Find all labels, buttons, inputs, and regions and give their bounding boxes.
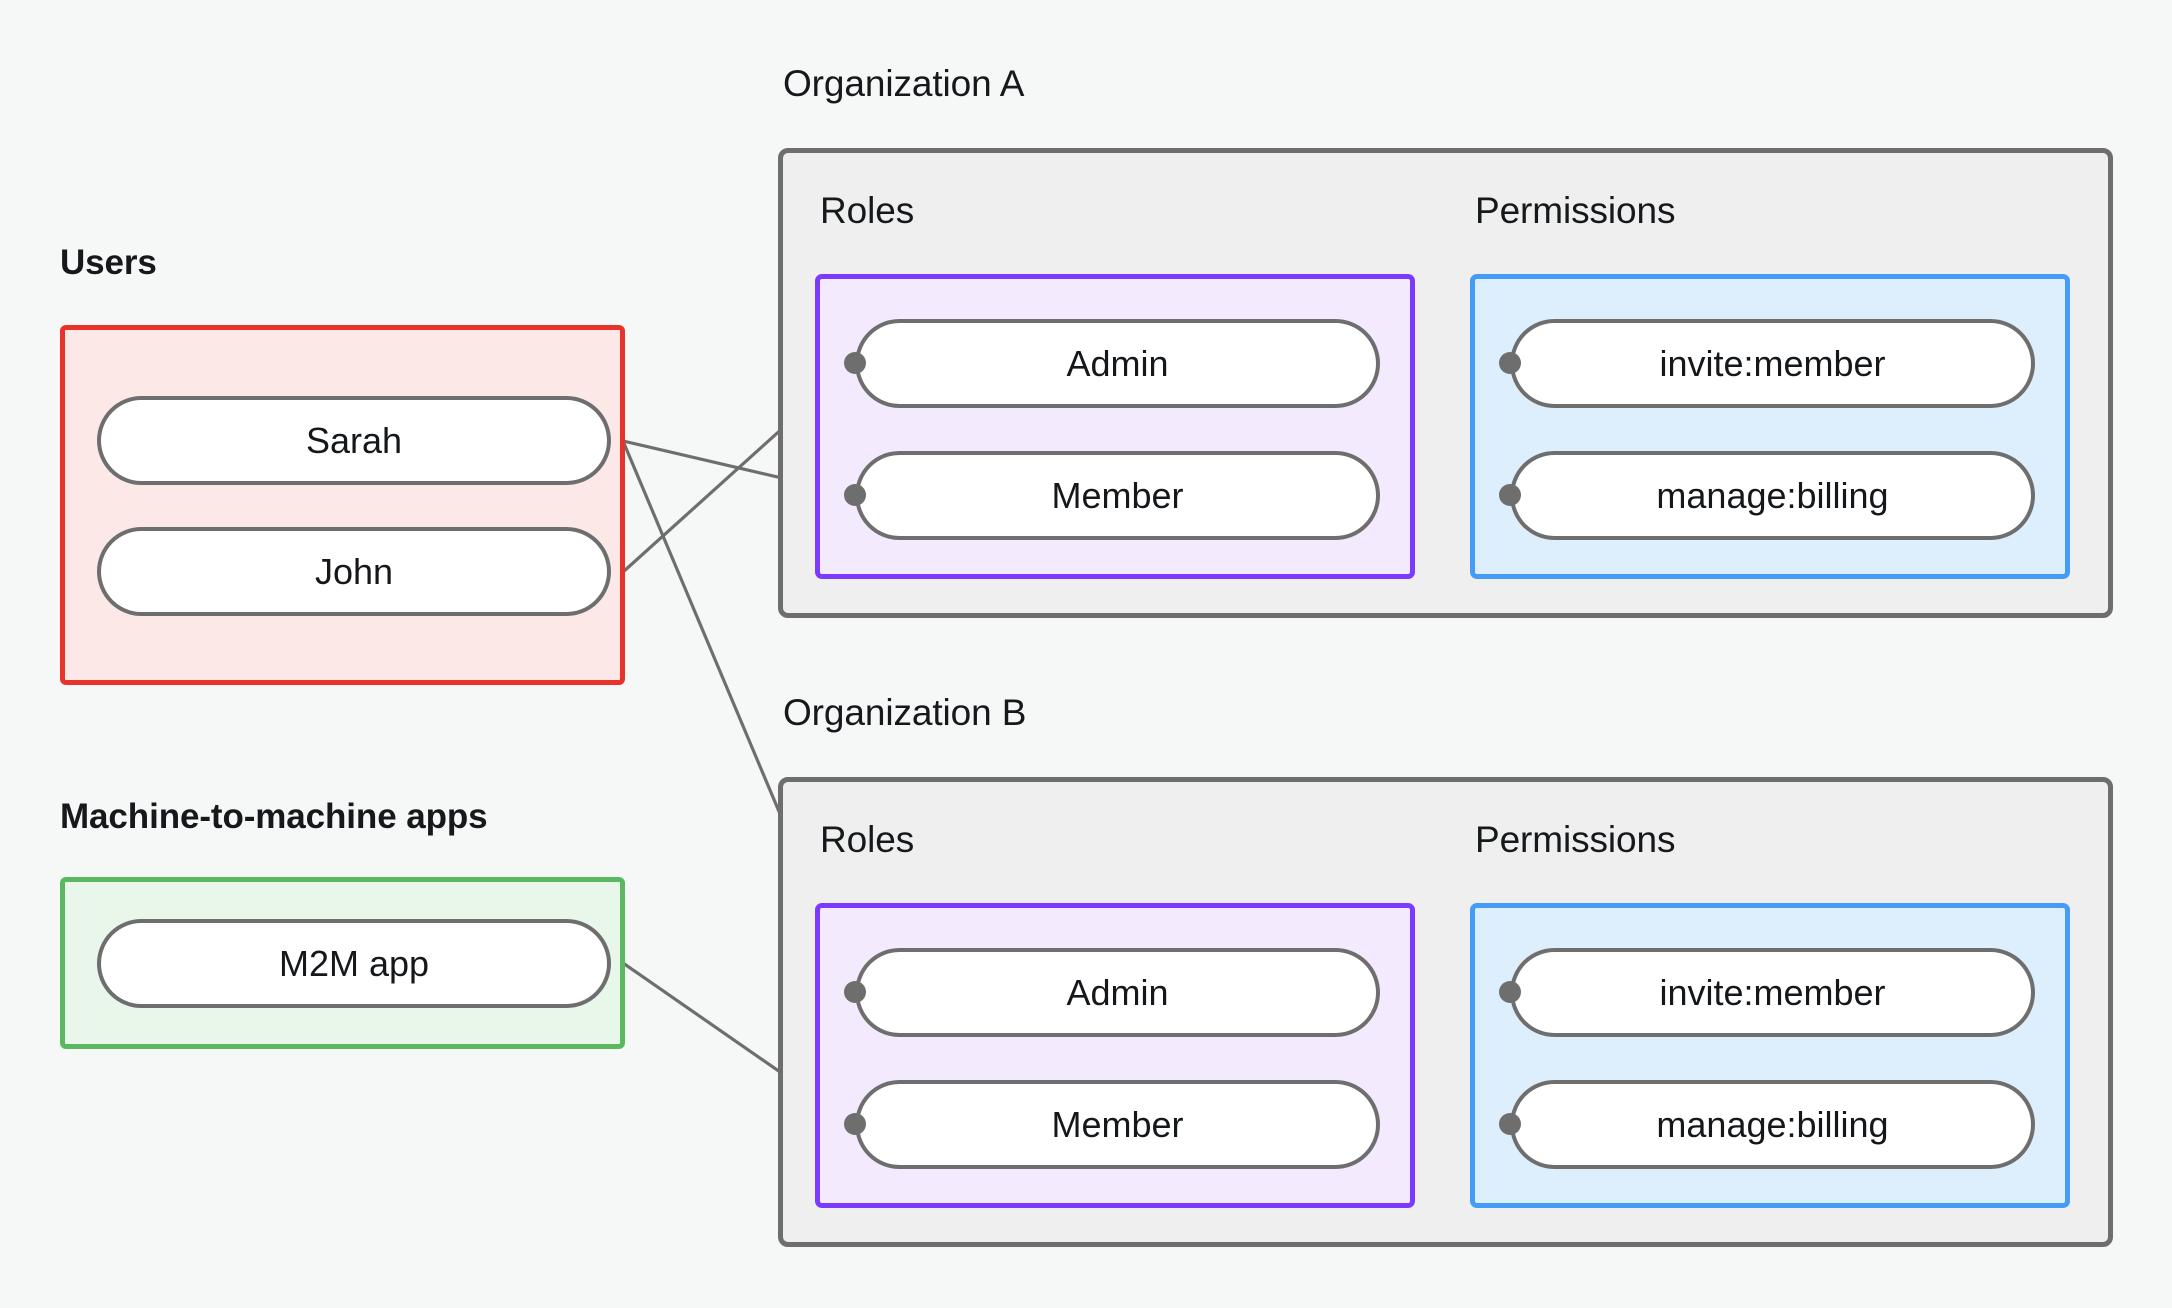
organization-b-role-pill-admin-label: Admin — [1066, 971, 1169, 1013]
m2m-pill-app[interactable]: M2M app — [97, 919, 611, 1008]
organization-b-permission-pill-manage-billing[interactable]: manage:billing — [1510, 1080, 2035, 1169]
organization-a-permission-pill-invite-member[interactable]: invite:member — [1510, 319, 2035, 408]
organization-b-roles-label: Roles — [820, 819, 915, 860]
organization-b-permission-pill-invite-member[interactable]: invite:member — [1510, 948, 2035, 1037]
organization-a-role-pill-member[interactable]: Member — [855, 451, 1380, 540]
organization-b-title: Organization B — [783, 692, 1027, 733]
organization-b-permission-pill-manage-billing-label: manage:billing — [1656, 1103, 1889, 1145]
organization-a-role-pill-admin-label: Admin — [1066, 342, 1169, 384]
organization-a-permission-pill-invite-member-label: invite:member — [1659, 342, 1886, 384]
user-pill-sarah-label: Sarah — [305, 419, 403, 461]
organization-a-role-pill-admin[interactable]: Admin — [855, 319, 1380, 408]
organization-a-role-pill-member-label: Member — [1051, 474, 1184, 516]
users-group — [60, 325, 625, 685]
m2m-section-label: Machine-to-machine apps — [60, 797, 488, 836]
user-pill-sarah[interactable]: Sarah — [97, 396, 611, 485]
user-pill-john-label: John — [314, 550, 394, 592]
user-pill-john[interactable]: John — [97, 527, 611, 616]
organization-a-permissions-label: Permissions — [1475, 190, 1676, 231]
users-section-label: Users — [60, 243, 157, 282]
organization-a-title: Organization A — [783, 63, 1025, 104]
organization-b-role-pill-member-label: Member — [1051, 1103, 1184, 1145]
organization-a-permission-pill-manage-billing[interactable]: manage:billing — [1510, 451, 2035, 540]
m2m-pill-app-label: M2M app — [278, 942, 430, 984]
organization-b-permissions-label: Permissions — [1475, 819, 1676, 860]
organization-b-role-pill-member[interactable]: Member — [855, 1080, 1380, 1169]
organization-b-permission-pill-invite-member-label: invite:member — [1659, 971, 1886, 1013]
organization-b-role-pill-admin[interactable]: Admin — [855, 948, 1380, 1037]
organization-a-roles-label: Roles — [820, 190, 915, 231]
organization-a-permission-pill-manage-billing-label: manage:billing — [1656, 474, 1889, 516]
